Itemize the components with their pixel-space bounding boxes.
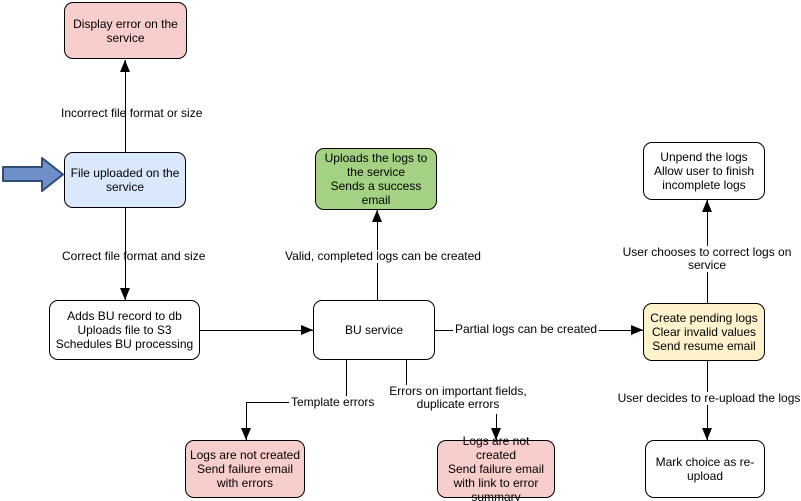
node-adds-bu-record: Adds BU record to db Uploads file to S3 …	[49, 300, 200, 360]
node-mark-reupload-label: Mark choice as re- upload	[655, 455, 755, 483]
edge-correct-line	[125, 208, 126, 300]
node-logs-failure-summary-label: Logs are not created Send failure email …	[447, 434, 545, 501]
node-mark-reupload: Mark choice as re- upload	[645, 440, 765, 498]
edge-label-valid-logs: Valid, completed logs can be created	[279, 250, 487, 263]
edge-label-important-fields: Errors on important fields, duplicate er…	[382, 385, 534, 411]
arrowhead-down-icon	[241, 428, 251, 440]
node-logs-failure-errors-label: Logs are not created Send failure email …	[189, 448, 301, 490]
edge-incorrect-line	[125, 60, 126, 152]
node-bu-service-label: BU service	[344, 323, 403, 337]
edge-fields-line-v1	[406, 360, 407, 386]
node-uploads-logs: Uploads the logs to the service Sends a …	[315, 148, 437, 210]
node-uploads-logs-label: Uploads the logs to the service Sends a …	[324, 151, 428, 207]
node-logs-failure-errors: Logs are not created Send failure email …	[185, 440, 305, 498]
arrowhead-right-icon	[301, 325, 313, 335]
edge-label-incorrect-file: Incorrect file format or size	[61, 106, 203, 120]
edge-template-line-v1	[346, 360, 347, 403]
arrowhead-up-icon	[120, 60, 130, 72]
arrowhead-up-icon	[372, 210, 382, 222]
edge-label-partial-logs: Partial logs can be created	[453, 322, 600, 336]
edge-fields-line-v2	[496, 414, 497, 440]
arrowhead-down-icon	[702, 428, 712, 440]
node-create-pending: Create pending logs Clear invalid values…	[643, 303, 765, 361]
node-file-uploaded-label: File uploaded on the service	[70, 166, 180, 194]
node-create-pending-label: Create pending logs Clear invalid values…	[650, 311, 758, 353]
edge-adds-to-buservice-line	[200, 330, 313, 331]
node-adds-bu-record-label: Adds BU record to db Uploads file to S3 …	[55, 309, 194, 351]
arrowhead-down-icon	[120, 288, 130, 300]
edge-template-line-v2	[246, 402, 247, 440]
node-logs-failure-summary: Logs are not created Send failure email …	[437, 434, 555, 501]
node-file-uploaded: File uploaded on the service	[64, 152, 186, 208]
arrowhead-right-icon	[631, 325, 643, 335]
node-display-error: Display error on the service	[64, 2, 187, 59]
edge-label-template-errors: Template errors	[289, 395, 377, 409]
node-bu-service: BU service	[313, 300, 435, 360]
node-unpend-logs: Unpend the logs Allow user to finish inc…	[643, 142, 765, 200]
arrowhead-down-icon	[491, 428, 501, 440]
node-unpend-logs-label: Unpend the logs Allow user to finish inc…	[653, 150, 755, 192]
edge-label-user-correct: User chooses to correct logs on service	[605, 246, 801, 272]
entry-arrow-icon	[2, 157, 64, 192]
node-display-error-label: Display error on the service	[73, 16, 178, 45]
edge-label-user-reupload: User decides to re-upload the logs	[612, 392, 801, 405]
arrowhead-up-icon	[702, 200, 712, 212]
edge-label-correct-file: Correct file format and size	[62, 249, 206, 263]
